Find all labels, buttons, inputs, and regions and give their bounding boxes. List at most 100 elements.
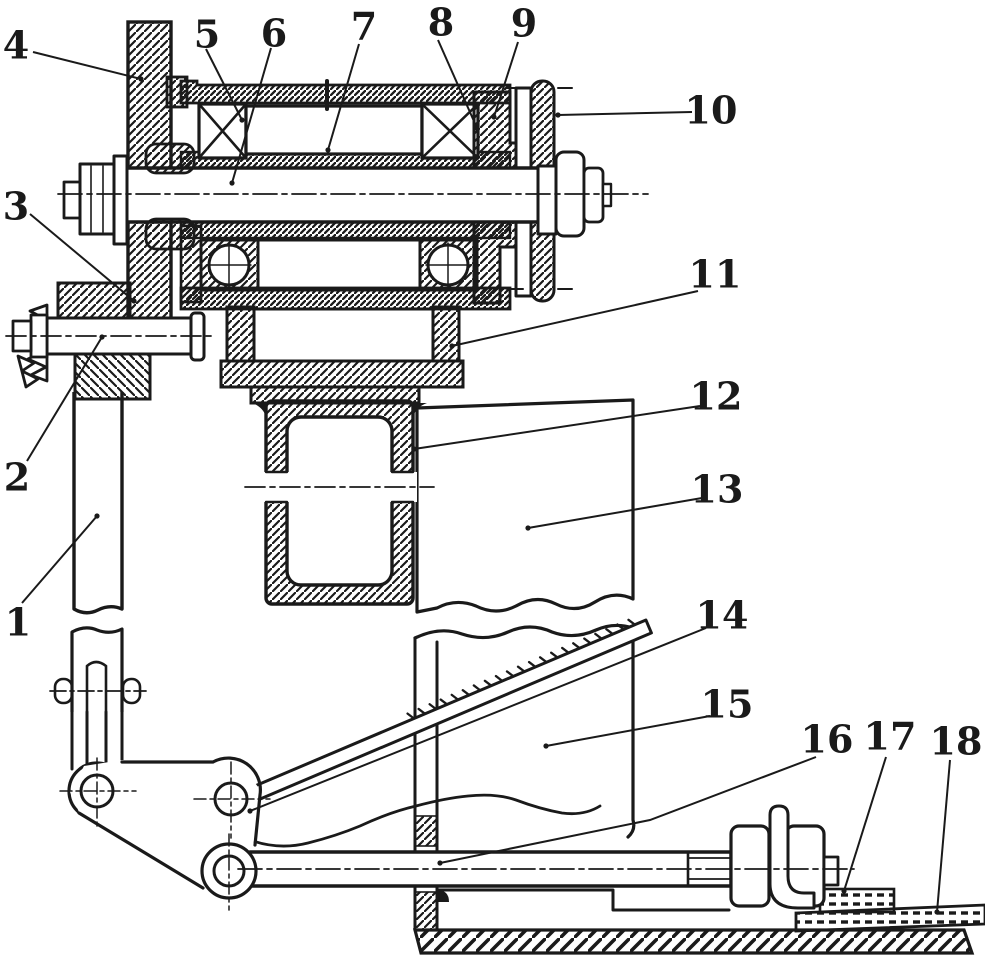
- adjust-nut-left: [729, 824, 771, 908]
- callout-leader-4: [32, 51, 142, 80]
- callout-leader-13: [527, 497, 703, 529]
- callout-label-4: 4: [3, 23, 29, 68]
- left-hex-nut: [78, 162, 116, 236]
- callout-dot-9: [491, 114, 497, 120]
- workpiece-break-contour: [251, 793, 602, 848]
- flange-ticks: [506, 87, 573, 290]
- flange-fillet-right: [413, 403, 427, 417]
- housing-box-right-wall: [626, 626, 636, 839]
- wall-section-hatch-upper: [414, 815, 438, 847]
- callout-leader-3: [29, 213, 135, 302]
- tube-hole-edges: [264, 470, 415, 504]
- wall-section-hatch-lower: [414, 891, 438, 931]
- tube-inner-cavity: [285, 415, 394, 587]
- right-locknut: [582, 166, 605, 224]
- base-assembly: [412, 804, 985, 955]
- tube-column: [249, 385, 427, 606]
- housing-box-lower-break-edge: [413, 623, 635, 640]
- callout-label-7: 7: [351, 4, 377, 49]
- support-bracket: [219, 305, 465, 389]
- callout-dot-2: [99, 334, 105, 340]
- callout-label-6: 6: [261, 11, 287, 56]
- callout-label-5: 5: [194, 12, 220, 57]
- right-washer: [536, 164, 558, 236]
- callout-label-2: 2: [4, 455, 30, 500]
- saw-blade-bar: [228, 618, 653, 812]
- callout-leader-7: [327, 43, 360, 151]
- drum-bottom-shell: [179, 286, 512, 311]
- callout-label-15: 15: [701, 682, 754, 727]
- lever-edges: [77, 756, 262, 890]
- callout-label-3: 3: [3, 184, 29, 229]
- thread-lines: [687, 857, 732, 880]
- ball-crosshairs: [206, 242, 471, 288]
- callout-dot-8: [474, 125, 480, 131]
- left-nut-facets: [90, 165, 104, 233]
- right-shaft-tip: [601, 182, 613, 208]
- callout-leader-15: [545, 715, 711, 747]
- bearing-upper-right-cross: [420, 102, 480, 160]
- callout-leader-11: [451, 290, 699, 347]
- clevis-block: [70, 626, 124, 712]
- angle-bracket: [768, 804, 816, 910]
- callout-label-17: 17: [864, 714, 917, 759]
- retainer-hook-lower: [144, 217, 196, 251]
- bracket-right-wall: [431, 305, 461, 363]
- floor-fillet: [437, 890, 449, 902]
- callout-dot-13: [525, 525, 531, 531]
- callout-leader-12: [413, 405, 701, 450]
- callout-leader-6: [231, 47, 272, 184]
- callout-label-1: 1: [5, 600, 31, 645]
- flange-fillet-left: [252, 403, 266, 417]
- callout-dot-6: [229, 180, 235, 186]
- callout-dot-5: [239, 117, 245, 123]
- housing-box-upper: [415, 398, 635, 614]
- callout-leader-2: [26, 336, 103, 462]
- joint-crosshairs: [59, 757, 271, 911]
- callout-leader-5: [205, 48, 243, 121]
- callout-dot-16: [437, 860, 443, 866]
- callout-label-14: 14: [696, 593, 749, 638]
- callout-label-12: 12: [690, 374, 743, 419]
- sprocket-hub-lower: [73, 352, 152, 401]
- callout-dot-14: [247, 808, 253, 814]
- callout-label-16: 16: [801, 717, 854, 762]
- callout-leader-18: [936, 759, 951, 913]
- drum-assembly: [179, 79, 573, 311]
- saw-blade: [228, 618, 653, 812]
- callout-dot-3: [131, 298, 137, 304]
- base-plate: [412, 928, 975, 955]
- lower-spacer: [256, 238, 422, 292]
- callout-leader-14: [249, 627, 707, 812]
- callout-dot-10: [555, 112, 561, 118]
- callout-dot-4: [138, 76, 144, 82]
- left-washer: [112, 154, 129, 246]
- sprocket-teeth-lower: [16, 354, 40, 389]
- callout-dot-18: [934, 909, 940, 915]
- arm-upper: [72, 392, 124, 615]
- callout-label-10: 10: [685, 88, 738, 133]
- callout-dot-12: [411, 446, 417, 452]
- plate-drum-connector: [165, 75, 189, 109]
- callout-leader-17: [843, 756, 887, 892]
- sprocket-unit: [11, 281, 206, 615]
- callout-dot-11: [449, 343, 455, 349]
- bracket-floor: [219, 359, 465, 389]
- retainer-hook-upper: [144, 142, 196, 175]
- callout-leader-16: [439, 756, 817, 864]
- left-bolt-stub: [62, 180, 82, 220]
- saw-blade-teeth: [406, 618, 637, 720]
- callout-label-13: 13: [691, 467, 744, 512]
- clevis-slot: [85, 660, 108, 714]
- callout-label-11: 11: [689, 252, 742, 297]
- callout-dot-1: [94, 513, 100, 519]
- callout-label-8: 8: [428, 0, 454, 45]
- callout-leader-10: [557, 111, 693, 116]
- shaft-assembly: [62, 142, 613, 251]
- callout-label-18: 18: [930, 719, 983, 764]
- callout-dot-15: [543, 743, 549, 749]
- bracket-cavity: [252, 307, 435, 363]
